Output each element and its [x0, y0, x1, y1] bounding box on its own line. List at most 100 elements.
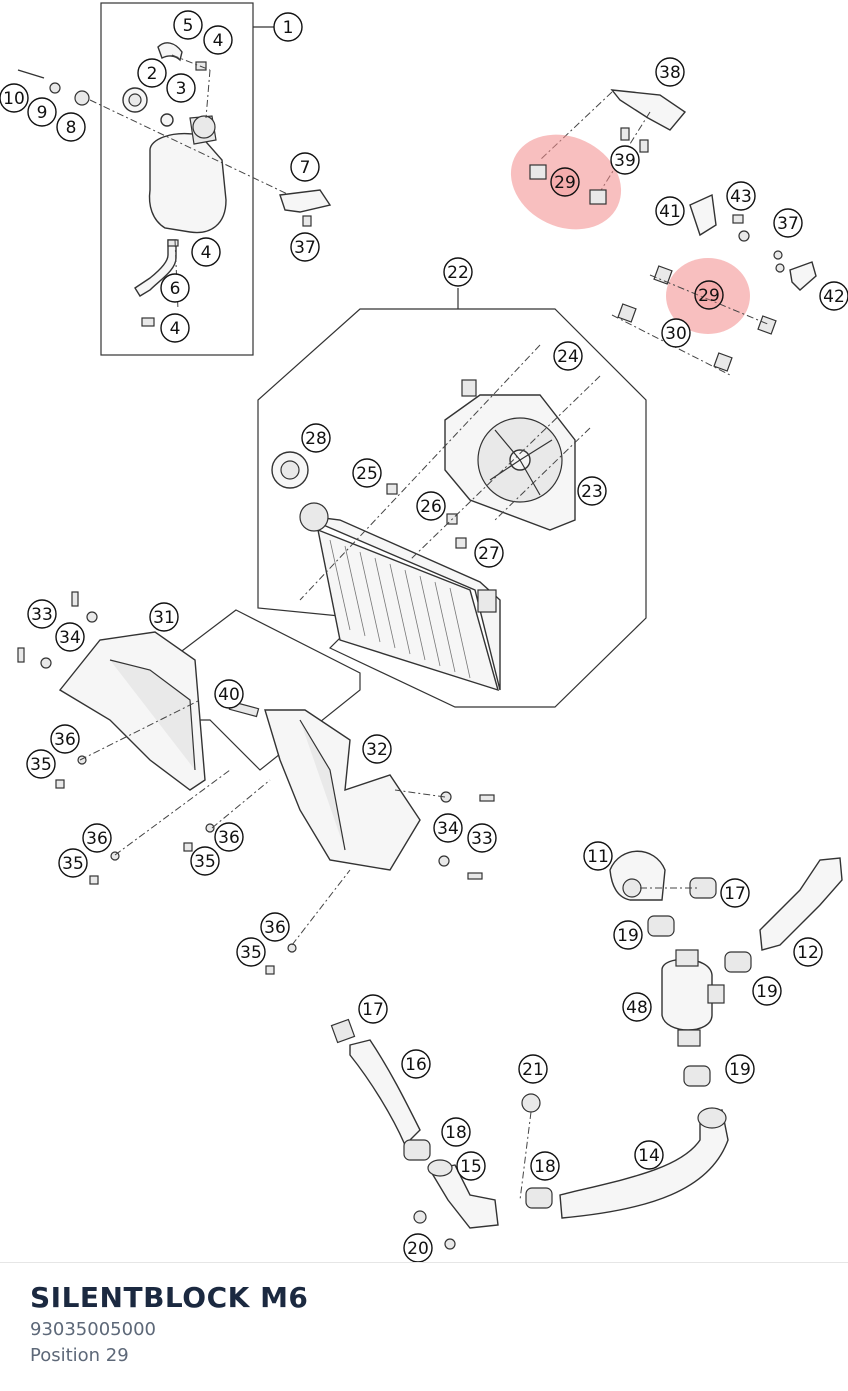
bracket [279, 189, 332, 213]
callout-label: 4 [213, 31, 224, 51]
callout-circle [655, 57, 685, 87]
callout-c4a[interactable]: 4 [203, 25, 233, 55]
callout-c34a[interactable]: 34 [55, 622, 85, 652]
callout-c36b[interactable]: 36 [82, 823, 112, 853]
callout-c38[interactable]: 38 [655, 57, 685, 87]
callout-circle [173, 10, 203, 40]
callout-c18b[interactable]: 18 [530, 1151, 560, 1181]
callout-c40[interactable]: 40 [214, 679, 244, 709]
callout-label: 5 [183, 16, 194, 36]
callout-circle [622, 992, 652, 1022]
callout-circle [352, 458, 382, 488]
callout-c11[interactable]: 11 [583, 841, 613, 871]
callout-c36c[interactable]: 36 [214, 822, 244, 852]
callout-c26[interactable]: 26 [416, 491, 446, 521]
callout-c9[interactable]: 9 [27, 97, 57, 127]
callout-label: 31 [153, 608, 175, 628]
callout-circle [273, 12, 303, 42]
callout-label: 28 [305, 429, 327, 449]
callout-c31[interactable]: 31 [149, 602, 179, 632]
callout-c15[interactable]: 15 [456, 1151, 486, 1181]
callout-c16[interactable]: 16 [401, 1049, 431, 1079]
callout-c4b[interactable]: 4 [191, 237, 221, 267]
callout-c35c[interactable]: 35 [190, 846, 220, 876]
callout-circle [214, 822, 244, 852]
callout-c22[interactable]: 22 [443, 257, 473, 287]
callout-c10[interactable]: 10 [0, 83, 29, 113]
callout-label: 30 [665, 324, 687, 344]
callout-c42[interactable]: 42 [819, 281, 848, 311]
part-number: 93035005000 [30, 1319, 156, 1340]
callout-c43[interactable]: 43 [726, 181, 756, 211]
callout-circle [358, 994, 388, 1024]
callout-label: 34 [437, 819, 459, 839]
callout-circle [720, 878, 750, 908]
callout-c48[interactable]: 48 [622, 992, 652, 1022]
silentblock [529, 164, 547, 180]
callout-c17a[interactable]: 17 [720, 878, 750, 908]
hose-clamp [647, 915, 675, 937]
callout-c37b[interactable]: 37 [773, 208, 803, 238]
callout-c14[interactable]: 14 [634, 1140, 664, 1170]
callout-circle [553, 341, 583, 371]
callout-c19a[interactable]: 19 [613, 920, 643, 950]
callout-label: 35 [194, 852, 216, 872]
callout-c20[interactable]: 20 [403, 1233, 433, 1262]
callout-c35d[interactable]: 35 [236, 937, 266, 967]
callout-c8[interactable]: 8 [56, 112, 86, 142]
callout-c24[interactable]: 24 [553, 341, 583, 371]
callout-label: 40 [218, 685, 240, 705]
callout-c32[interactable]: 32 [362, 734, 392, 764]
callout-label: 7 [300, 158, 311, 178]
callout-c5[interactable]: 5 [173, 10, 203, 40]
callout-c36d[interactable]: 36 [260, 912, 290, 942]
callout-c35a[interactable]: 35 [26, 749, 56, 779]
callout-c19b[interactable]: 19 [752, 976, 782, 1006]
callout-circle [655, 196, 685, 226]
radiator-group [257, 288, 647, 708]
callout-circle [456, 1151, 486, 1181]
callout-c6[interactable]: 6 [160, 273, 190, 303]
callout-c23[interactable]: 23 [577, 476, 607, 506]
callout-c33a[interactable]: 33 [27, 599, 57, 629]
callout-c2[interactable]: 2 [137, 58, 167, 88]
fan-connector [461, 379, 477, 397]
callout-c33b[interactable]: 33 [467, 823, 497, 853]
hose-12 [759, 857, 843, 951]
callout-circle [290, 232, 320, 262]
callout-c28[interactable]: 28 [301, 423, 331, 453]
callout-label: 6 [170, 279, 181, 299]
highlight-29-a [510, 134, 622, 230]
callout-c3[interactable]: 3 [166, 73, 196, 103]
callout-c17b[interactable]: 17 [358, 994, 388, 1024]
callout-c29b[interactable]: 29 [694, 280, 724, 310]
callout-label: 43 [730, 187, 752, 207]
callout-c21[interactable]: 21 [518, 1054, 548, 1084]
callout-c35b[interactable]: 35 [58, 848, 88, 878]
callout-c36a[interactable]: 36 [50, 724, 80, 754]
callout-c39[interactable]: 39 [610, 145, 640, 175]
callout-c34b[interactable]: 34 [433, 813, 463, 843]
callout-c19c[interactable]: 19 [725, 1054, 755, 1084]
callout-c12[interactable]: 12 [793, 937, 823, 967]
callout-circle [726, 181, 756, 211]
callout-label: 32 [366, 740, 388, 760]
callout-c29a[interactable]: 29 [550, 167, 580, 197]
callout-label: 14 [638, 1146, 660, 1166]
callout-c30[interactable]: 30 [661, 318, 691, 348]
callout-c27[interactable]: 27 [474, 538, 504, 568]
callout-c7[interactable]: 7 [290, 152, 320, 182]
callout-label: 22 [447, 263, 469, 283]
o-ring [521, 1093, 541, 1113]
highlight-29-b [666, 258, 750, 334]
callout-c4c[interactable]: 4 [160, 313, 190, 343]
callout-c25[interactable]: 25 [352, 458, 382, 488]
callout-c18a[interactable]: 18 [441, 1117, 471, 1147]
silentblock [589, 189, 607, 205]
callout-c1[interactable]: 1 [273, 12, 303, 42]
callout-label: 37 [294, 238, 316, 258]
callout-label: 10 [3, 89, 25, 109]
callout-c41[interactable]: 41 [655, 196, 685, 226]
callout-c37a[interactable]: 37 [290, 232, 320, 262]
upper-bracket [610, 89, 687, 131]
